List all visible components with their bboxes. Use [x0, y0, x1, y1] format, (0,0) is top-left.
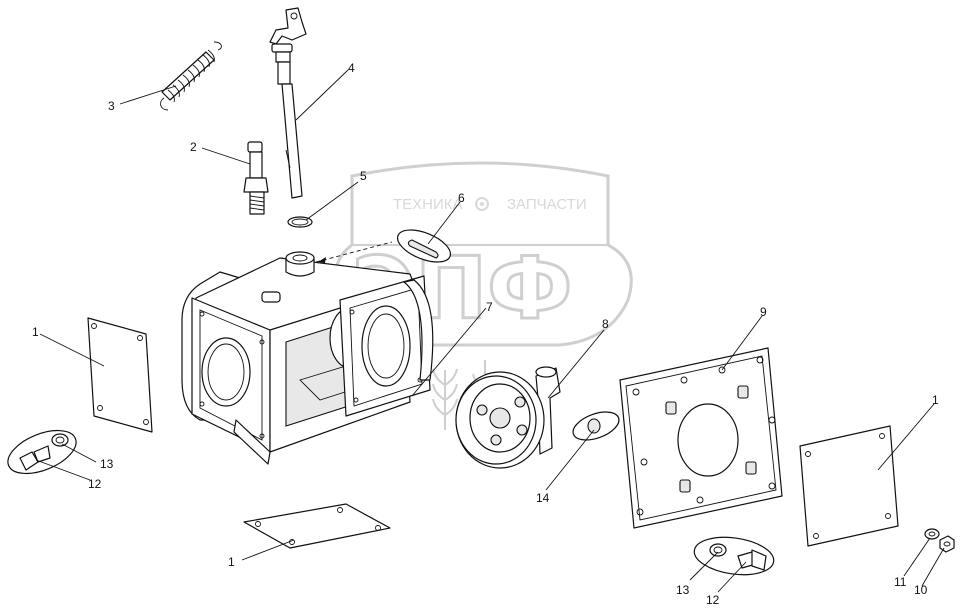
- callout-12-left: 12: [88, 477, 102, 491]
- part-14-plug: [572, 411, 620, 441]
- watermark-left-text: ТЕХНИКА: [393, 196, 463, 213]
- watermark-right-text: ЗАПЧАСТИ: [507, 196, 587, 213]
- part-6-pin: [396, 229, 452, 263]
- callout-4: 4: [348, 61, 355, 75]
- part-1-gasket-right: [799, 425, 899, 547]
- callout-1-right: 1: [932, 393, 939, 407]
- part-1-gasket-left: [87, 317, 153, 433]
- callout-9: 9: [760, 305, 767, 319]
- callout-10: 10: [914, 583, 928, 597]
- part-9-cover-plate: [619, 347, 783, 529]
- leader-lines: [35, 69, 945, 593]
- part-1-gasket-bottom: [243, 503, 391, 549]
- part-7-housing: [181, 241, 434, 465]
- part-12-13-bolt-washer-left: [7, 429, 77, 475]
- callout-3: 3: [108, 99, 115, 113]
- part-2-fitting: [243, 141, 269, 215]
- callout-13-left: 13: [100, 457, 114, 471]
- part-12-13-bolt-washer-right: [693, 536, 775, 576]
- callout-13-right: 13: [676, 583, 690, 597]
- callout-5: 5: [360, 169, 367, 183]
- callout-8: 8: [602, 317, 609, 331]
- callout-2: 2: [190, 140, 197, 154]
- gear-icon: [475, 197, 489, 211]
- callout-1-left: 1: [32, 325, 39, 339]
- callout-11: 11: [894, 575, 907, 589]
- callout-1-bottom: 1: [228, 555, 235, 569]
- part-8-flange-hub: [455, 366, 561, 469]
- callout-labels: 3 2 4 5 6 7 8 9 1 1 1 13 12 14 13 12 11 …: [32, 61, 939, 607]
- callout-7: 7: [486, 300, 493, 314]
- part-3-spring: [160, 41, 222, 111]
- callout-14: 14: [536, 491, 550, 505]
- callout-6: 6: [458, 191, 465, 205]
- part-10-11-nut-washer: [924, 528, 955, 553]
- part-4-rod: [269, 7, 307, 199]
- callout-12-right: 12: [706, 593, 720, 607]
